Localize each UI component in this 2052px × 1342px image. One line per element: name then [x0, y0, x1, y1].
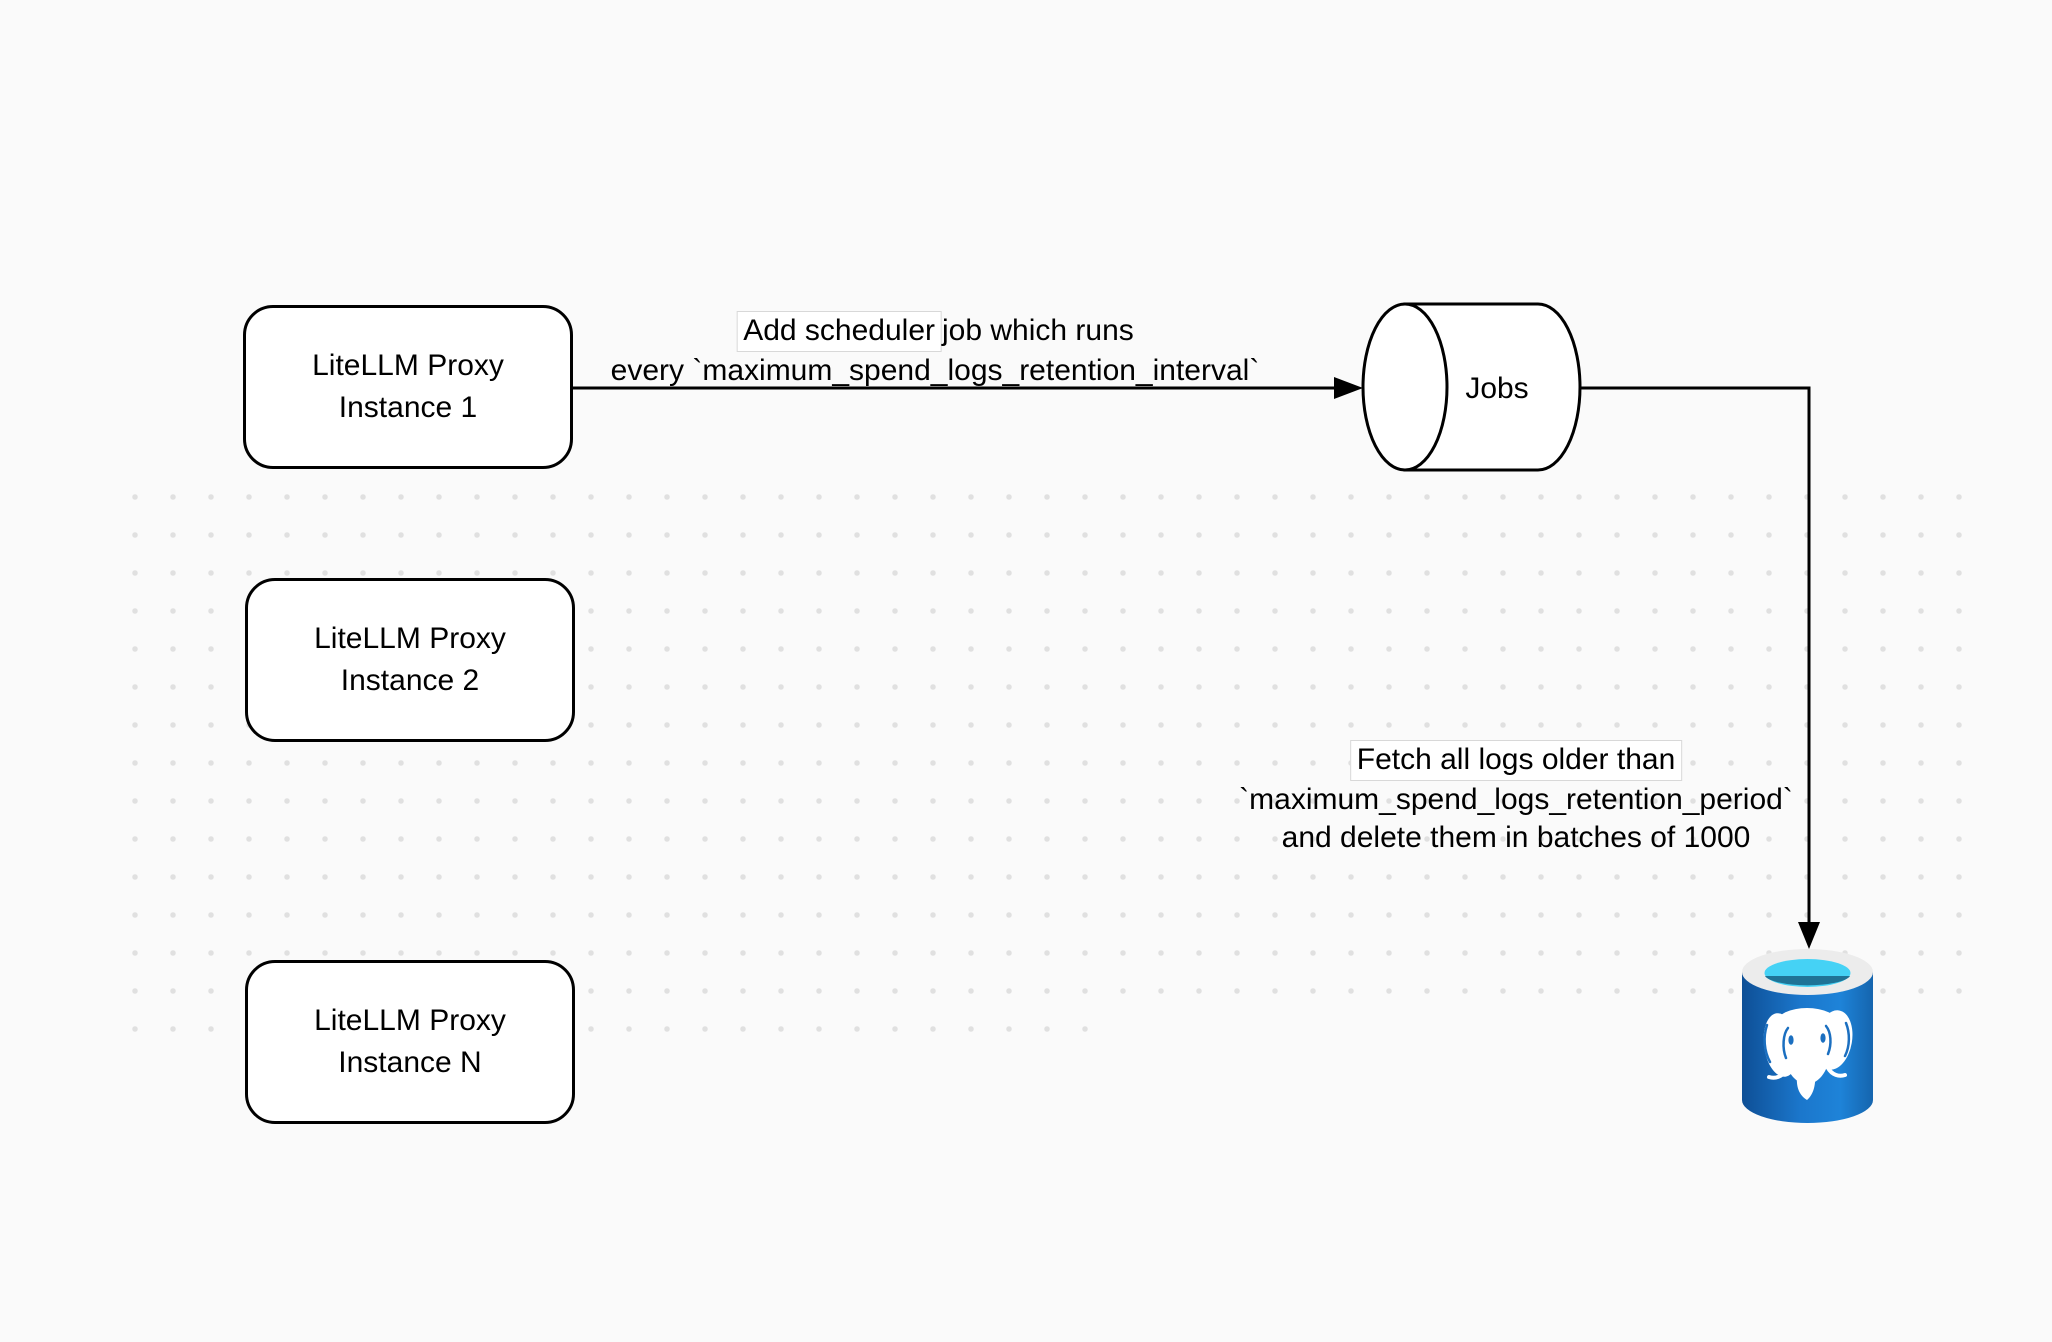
node-litellm-proxy-instance-1: LiteLLM Proxy Instance 1 [243, 305, 573, 469]
node-label-line: Instance 2 [340, 664, 480, 697]
node-label-line: Instance 1 [338, 391, 478, 424]
node-label-line: Instance N [338, 1046, 482, 1079]
cleanup-edge-label-line3: and delete them in batches of 1000 [1281, 821, 1751, 854]
jobs-datastore-label: Jobs [1465, 372, 1529, 405]
postgresql-icon [1742, 949, 1873, 1123]
node-label-line: LiteLLM Proxy [314, 622, 506, 655]
node-litellm-proxy-instance-n: LiteLLM Proxy Instance N [245, 960, 575, 1124]
postgres-elephant-icon [1763, 1008, 1853, 1100]
node-litellm-proxy-instance-2: LiteLLM Proxy Instance 2 [245, 578, 575, 742]
scheduler-edge-label-boxed-text: Add scheduler [736, 311, 943, 352]
scheduler-edge-label-line2: every `maximum_spend_logs_retention_inte… [610, 354, 1260, 387]
scheduler-edge-arrow [572, 377, 1363, 399]
arrowhead-right-icon [1334, 377, 1363, 399]
jobs-datastore-icon [1361, 302, 1582, 472]
cleanup-edge-label: Fetch all logs older than `maximum_spend… [1239, 740, 1793, 857]
arrowhead-down-icon [1798, 922, 1820, 949]
cleanup-edge-label-line2: `maximum_spend_logs_retention_period` [1239, 783, 1793, 816]
scheduler-edge-label: Add scheduler job which runs every `maxi… [610, 311, 1260, 390]
cleanup-edge-label-line1: Fetch all logs older than [1239, 740, 1793, 781]
cleanup-edge-arrow [1580, 386, 1820, 949]
node-label-line: LiteLLM Proxy [314, 1004, 506, 1037]
node-label-line: LiteLLM Proxy [312, 349, 504, 382]
scheduler-edge-label-line1: Add scheduler job which runs [611, 311, 1260, 352]
